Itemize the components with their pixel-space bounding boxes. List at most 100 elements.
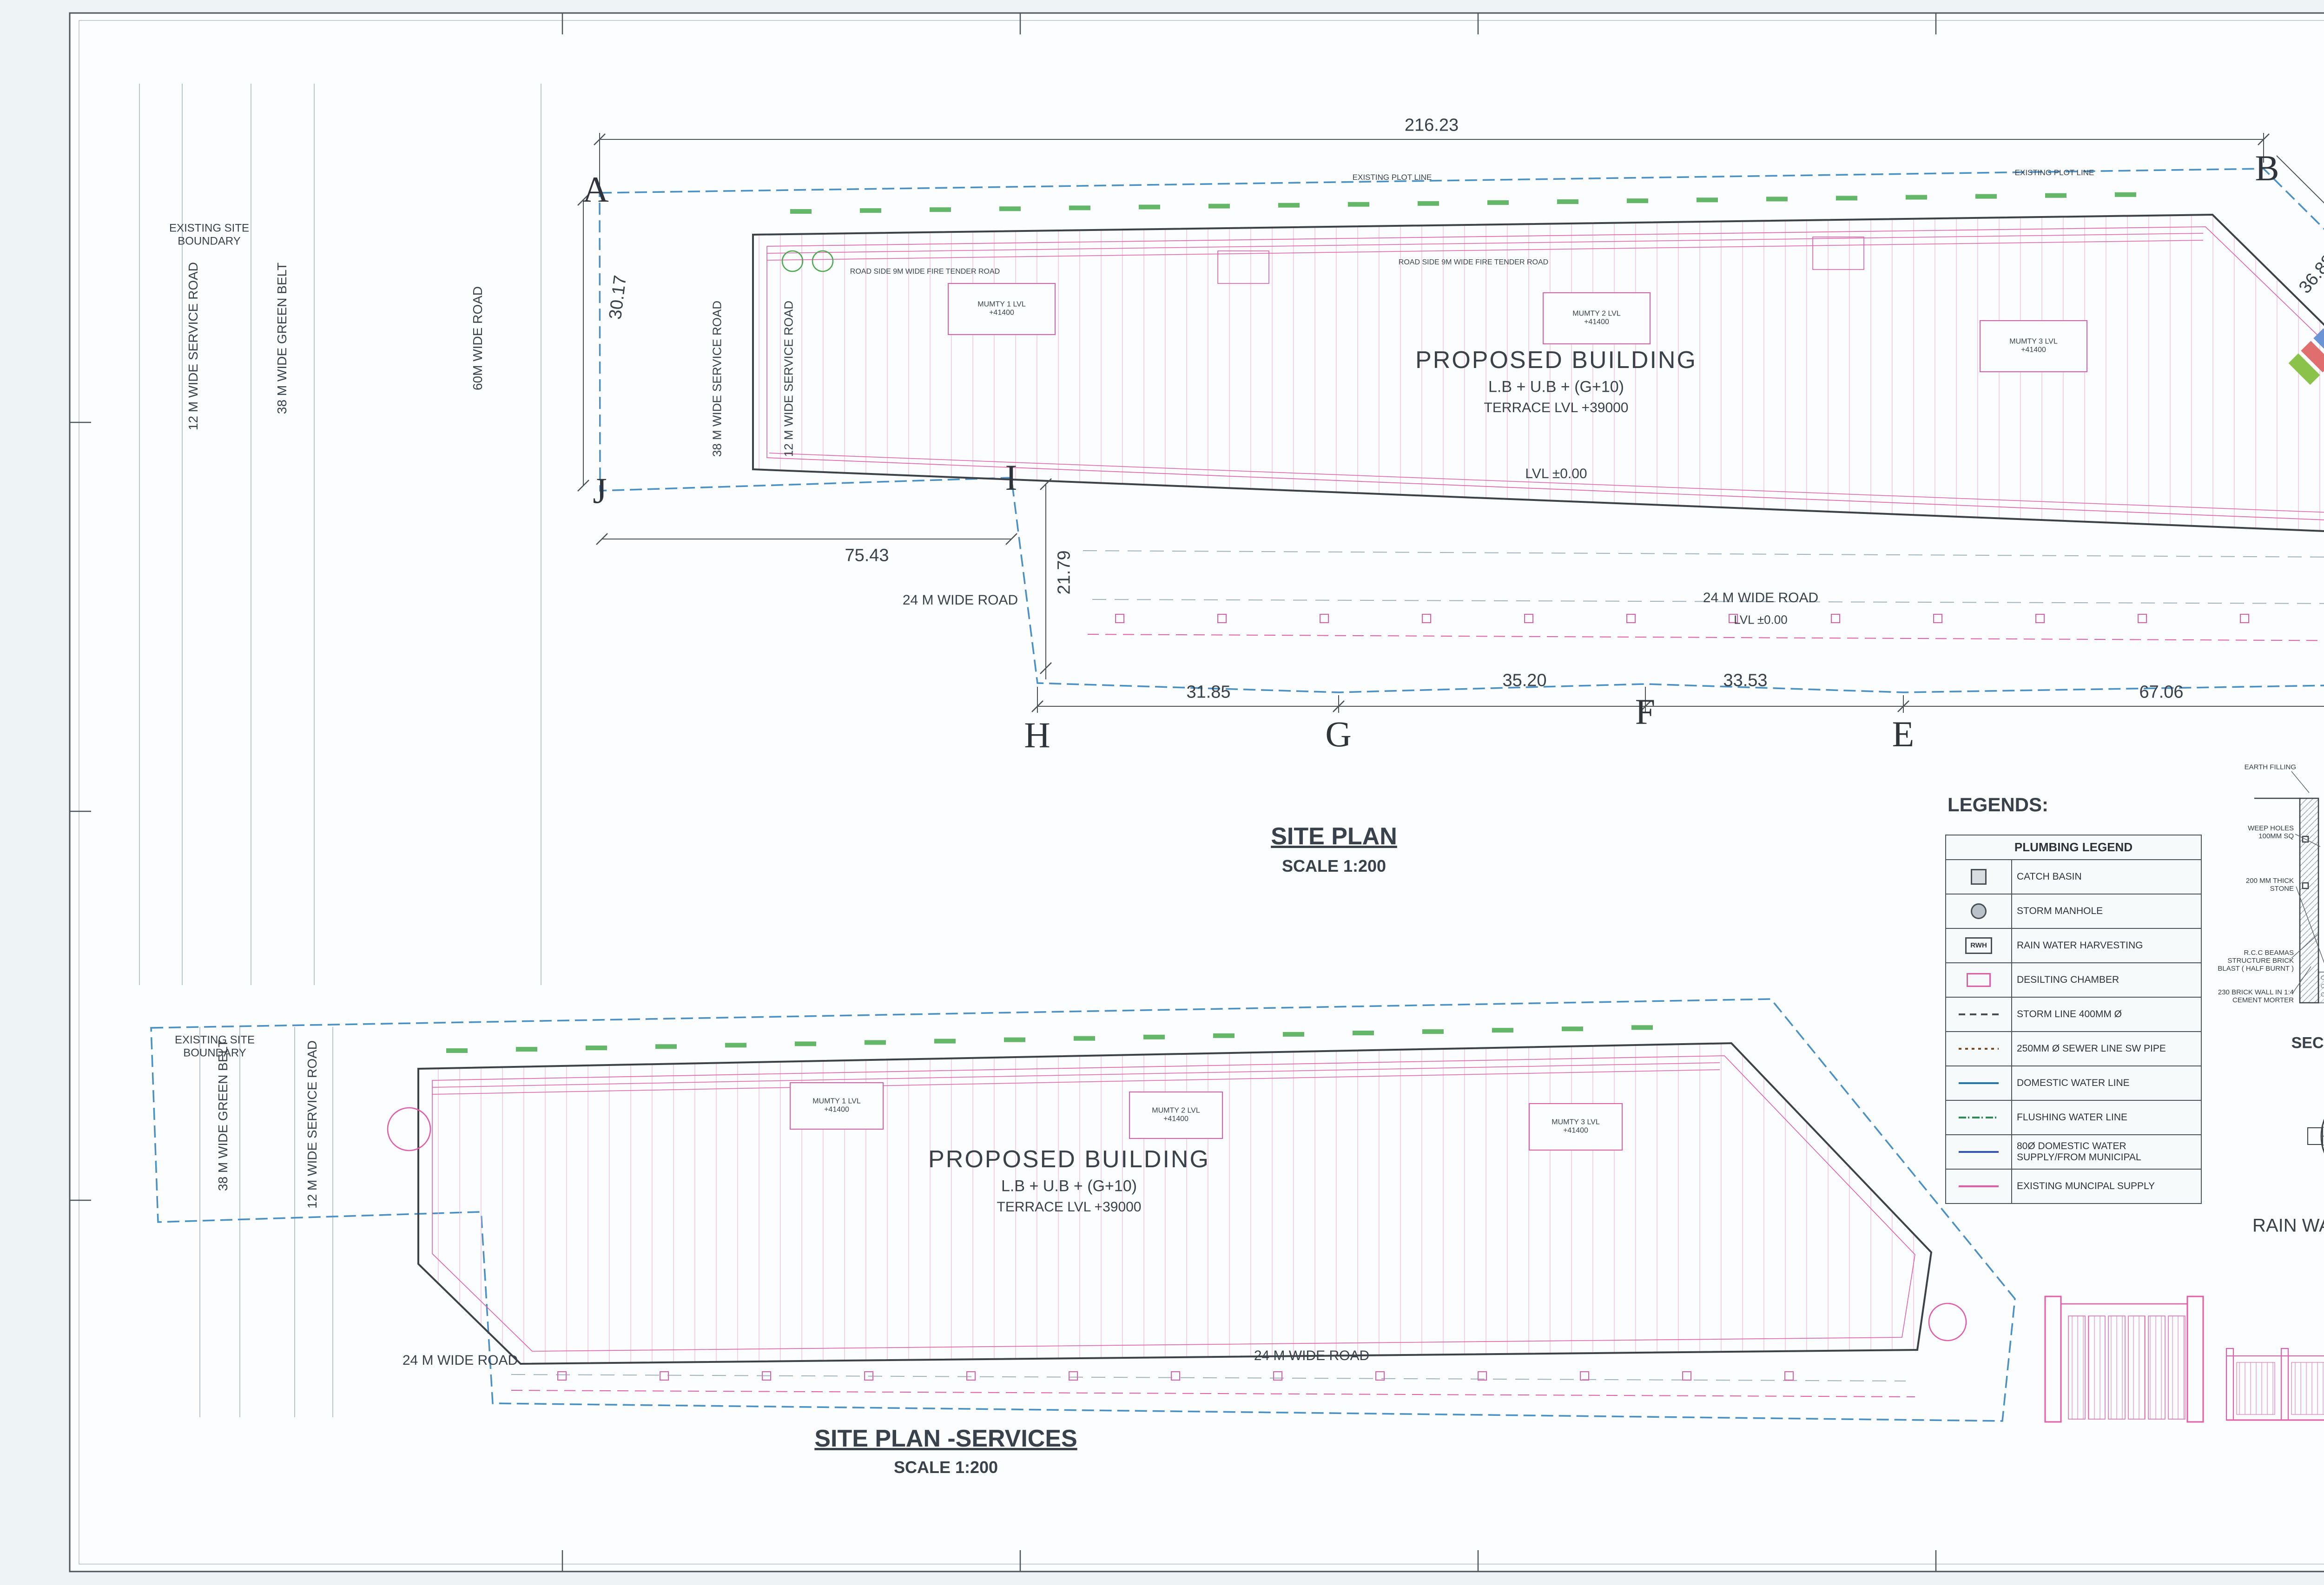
road-label-38m-service: 38 M WIDE SERVICE ROAD: [710, 300, 724, 457]
mumty-3-label: MUMTY 3 LVL +41400: [1552, 1118, 1600, 1135]
legend-label: 80Ø DOMESTIC WATER SUPPLY/FROM MUNICIPAL: [2011, 1134, 2202, 1170]
existing-municipal-icon: [1959, 1185, 1999, 1188]
building-title: PROPOSED BUILDING: [1415, 347, 1697, 374]
ann-stone: 200 MM THICK STONE: [2245, 877, 2294, 893]
grid-letter-e: E: [1892, 714, 1915, 754]
dim-75-43: 75.43: [845, 546, 889, 566]
site-plan-scale: SCALE 1:200: [1281, 856, 1386, 875]
legend-label: STORM MANHOLE: [2011, 894, 2202, 929]
dim-67-06: 67.06: [2139, 682, 2184, 702]
legend-row: CATCH BASIN: [1945, 859, 2202, 894]
left-road-strips: [139, 84, 541, 1417]
grid-letter-j: J: [593, 470, 607, 511]
road-label-24m: 24 M WIDE ROAD: [402, 1353, 518, 1368]
bottom-site-plan-drawing: [150, 998, 2016, 1422]
road-label-38m-green: 38 M WIDE GREEN BELT: [216, 1039, 230, 1191]
rwh-icon: RWH: [1965, 937, 1992, 954]
desilting-icon: [1967, 973, 1991, 987]
road-label-12m-service: 12 M WIDE SERVICE ROAD: [781, 300, 796, 457]
legend-label: RAIN WATER HARVESTING: [2011, 928, 2202, 963]
legend-label: 250MM Ø SEWER LINE SW PIPE: [2011, 1031, 2202, 1066]
service-blocks: [2288, 328, 2324, 385]
legend-row: EXISTING MUNCIPAL SUPPLY: [1945, 1169, 2202, 1204]
site-plan-services-title: SITE PLAN -SERVICES: [814, 1425, 1077, 1452]
legend-label: DESILTING CHAMBER: [2011, 962, 2202, 998]
mumty-3-label: MUMTY 3 LVL +41400: [2009, 337, 2058, 354]
dim-ticks: [577, 133, 2270, 712]
catch-basin-icon: [1971, 869, 1987, 885]
grid-letter-i: I: [1005, 457, 1018, 498]
road-label-60m: 60M WIDE ROAD: [470, 286, 485, 391]
dim-216-23: 216.23: [1404, 115, 1459, 135]
dim-33-53: 33.53: [1723, 671, 1768, 691]
domestic-line-icon: [1959, 1082, 1999, 1085]
legend-label: EXISTING MUNCIPAL SUPPLY: [2011, 1169, 2202, 1204]
legend-label: CATCH BASIN: [2011, 859, 2202, 894]
legend-row: STORM MANHOLE: [1945, 894, 2202, 929]
grid-letter-g: G: [1325, 714, 1352, 754]
road-label-24m: 24 M WIDE ROAD: [1254, 1348, 1370, 1363]
road-label-24m: 24 M WIDE ROAD: [902, 592, 1018, 608]
legend-row: FLUSHING WATER LINE: [1945, 1100, 2202, 1135]
mumty-1-label: MUMTY 1 LVL +41400: [977, 300, 1026, 317]
road-label-24m: 24 M WIDE ROAD: [1703, 590, 1819, 605]
flushing-line-icon: [1959, 1117, 1999, 1119]
building-title: PROPOSED BUILDING: [928, 1146, 1210, 1173]
existing-plot-line-label: EXISTING PLOT LINE: [2014, 168, 2094, 177]
ann-brick-wall: 230 BRICK WALL IN 1:4 CEMENT MORTER: [2218, 988, 2294, 1004]
storm-line-icon: [1959, 1013, 1999, 1016]
site-plan-services-scale: SCALE 1:200: [893, 1458, 998, 1477]
existing-site-boundary-label: EXISTING SITE BOUNDARY: [169, 222, 250, 247]
ann-weep-holes: WEEP HOLES 100MM SQ: [2248, 824, 2294, 840]
road-label-12m-service: 12 M WIDE SERVICE ROAD: [305, 1040, 319, 1209]
legends-title: LEGENDS:: [1948, 794, 2049, 816]
building-terrace-level: TERRACE LVL +39000: [1484, 400, 1629, 415]
legend-row: DOMESTIC WATER LINE: [1945, 1065, 2202, 1101]
top-site-plan-drawing: [599, 168, 2324, 693]
mumty-2-label: MUMTY 2 LVL +41400: [1572, 309, 1621, 326]
storm-manhole-icon: [1971, 903, 1987, 919]
dim-35-20: 35.20: [1502, 671, 1547, 691]
legend-row: RWH RAIN WATER HARVESTING: [1945, 928, 2202, 963]
rwh-detail-title: RAIN WATER HARVESTING PIT DETAIL: [2252, 1215, 2324, 1236]
fire-tender-road-label: ROAD SIDE 9M WIDE FIRE TENDER ROAD: [850, 268, 1000, 276]
road-level-label: LVL ±0.00: [1734, 612, 1788, 627]
mumty-1-label: MUMTY 1 LVL +41400: [812, 1097, 861, 1114]
sewer-line-icon: [1959, 1048, 1999, 1050]
municipal-supply-line-icon: [1959, 1151, 1999, 1153]
building-level-label: LVL ±0.00: [1525, 466, 1587, 481]
legend-row: STORM LINE 400MM Ø: [1945, 997, 2202, 1032]
road-label-12m-service: 12 M WIDE SERVICE ROAD: [186, 262, 200, 431]
grid-letter-h: H: [1024, 715, 1051, 755]
grid-letter-b: B: [2255, 148, 2280, 188]
existing-plot-line-label: EXISTING PLOT LINE: [1352, 173, 1432, 182]
legend-row: DESILTING CHAMBER: [1945, 962, 2202, 998]
existing-site-boundary-label: EXISTING SITE BOUNDARY: [174, 1033, 255, 1059]
grid-letter-a: A: [582, 169, 609, 210]
section-aa-label: SECTION AT A-A: [2291, 1034, 2324, 1052]
building-subtitle: L.B + U.B + (G+10): [1488, 378, 1624, 396]
legend-header: PLUMBING LEGEND: [1945, 835, 2202, 860]
site-plan-title: SITE PLAN: [1271, 823, 1397, 850]
legend-row: 80Ø DOMESTIC WATER SUPPLY/FROM MUNICIPAL: [1945, 1134, 2202, 1170]
legend-label: DOMESTIC WATER LINE: [2011, 1065, 2202, 1101]
ann-earth-filling: EARTH FILLING: [2244, 763, 2296, 771]
grid-letter-f: F: [1635, 691, 1656, 732]
fold-ticks: [70, 13, 1937, 1572]
leader-lines: [2291, 771, 2324, 994]
legend-label: FLUSHING WATER LINE: [2011, 1100, 2202, 1135]
building-subtitle: L.B + U.B + (G+10): [1001, 1177, 1137, 1195]
building-terrace-level: TERRACE LVL +39000: [997, 1199, 1142, 1215]
legend-label: STORM LINE 400MM Ø: [2011, 997, 2202, 1032]
fire-tender-road-label: ROAD SIDE 9M WIDE FIRE TENDER ROAD: [1398, 258, 1549, 266]
dim-21-79: 21.79: [1054, 550, 1074, 595]
ann-rcc-beam: R.C.C BEAMAS STRUCTURE BRICK BLAST ( HAL…: [2218, 948, 2294, 973]
dim-31-85: 31.85: [1186, 682, 1231, 702]
legend-row: 250MM Ø SEWER LINE SW PIPE: [1945, 1031, 2202, 1066]
dimension-lines-top: [583, 133, 2324, 713]
